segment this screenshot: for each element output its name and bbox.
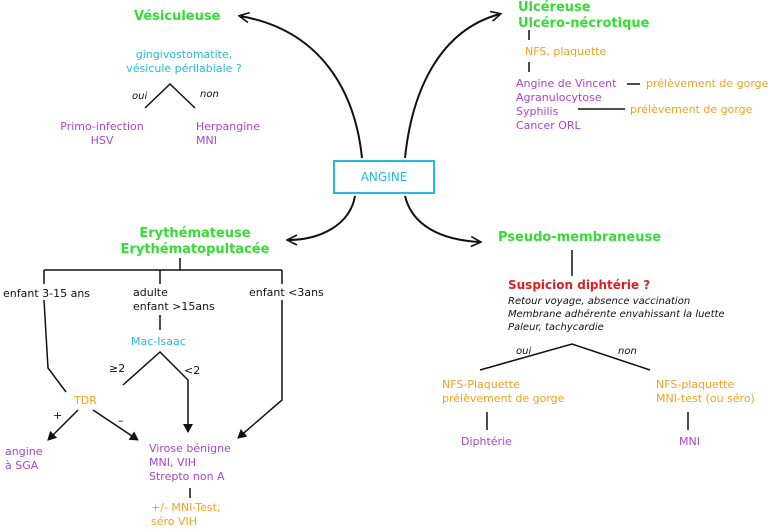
herpangine-line-2: MNI	[196, 134, 217, 147]
virose-benigne-node: Virose bénigne MNI, VIH Strepto non A	[149, 442, 231, 484]
erythemateuse-title: Erythémateuse Erythématopultacée	[120, 226, 270, 258]
pseudo-non-label: non	[618, 346, 637, 357]
vesiculeuse-title: Vésiculeuse	[134, 9, 221, 24]
pseudo-membraneuse-title: Pseudo-membraneuse	[498, 230, 662, 245]
pseudo-right-exam: NFS-plaquette MNI-test (ou séro)	[656, 378, 755, 406]
vesiculeuse-oui-label: oui	[132, 91, 148, 102]
tdr-minus-label: –	[118, 414, 124, 427]
etiology-cancer-orl: Cancer ORL	[516, 119, 581, 132]
ulcereuse-etiologies: Angine de Vincent Agranulocytose Syphili…	[516, 77, 616, 133]
diphterie-result: Diphtérie	[461, 435, 512, 448]
criteria-line-2: Membrane adhérente envahissant la luette	[508, 309, 725, 320]
ulcereuse-exam: NFS, plaquette	[525, 45, 607, 58]
ulcereuse-title-line-1: Ulcéreuse	[518, 0, 591, 15]
ulcereuse-title-line-2: Ulcéro-nécrotique	[518, 16, 650, 31]
tdr-plus-label: +	[53, 409, 63, 422]
erythemateuse-title-line-1: Erythémateuse	[139, 226, 251, 241]
suspicion-diphterie: Suspicion diphtérie ?	[508, 278, 651, 292]
vesiculeuse-non-label: non	[200, 89, 219, 100]
primo-infection-line-1: Primo-infection	[60, 120, 144, 133]
pseudo-right-exam-line-1: NFS-plaquette	[656, 378, 735, 391]
col-enfant-3-15: enfant 3-15 ans	[3, 287, 91, 300]
col-adulte-line-2: enfant >15ans	[133, 300, 215, 313]
col-adulte: adulte enfant >15ans	[133, 286, 215, 314]
virose-line-2: MNI, VIH	[149, 456, 196, 469]
etiology-agranulocytose: Agranulocytose	[516, 91, 602, 104]
angine-sga-line-1: angine	[5, 445, 43, 458]
vesiculeuse-question: gingivostomatite, vésicule périlabiale ?	[118, 48, 250, 76]
mac-isaac-score: Mac-Isaac	[131, 335, 186, 348]
col-adulte-line-1: adulte	[133, 286, 168, 299]
herpangine-node: Herpangine MNI	[196, 120, 260, 148]
pseudo-right-exam-line-2: MNI-test (ou séro)	[656, 392, 755, 405]
mni-test-node: +/- MNI-Test, séro VIH	[151, 501, 220, 529]
score-ge2-label: ≥2	[109, 362, 126, 375]
mni-test-line-2: séro VIH	[151, 515, 198, 528]
pseudo-oui-label: oui	[516, 346, 532, 357]
score-lt2-label: <2	[184, 364, 201, 377]
mni-result: MNI	[679, 435, 700, 448]
criteria-line-1: Retour voyage, absence vaccination	[508, 296, 691, 307]
angine-sga-node: angine à SGA	[5, 445, 43, 473]
angine-center-box: ANGINE	[333, 160, 435, 194]
ulcereuse-title: Ulcéreuse Ulcéro-nécrotique	[518, 0, 649, 32]
tdr-node: TDR	[74, 394, 97, 407]
virose-line-3: Strepto non A	[149, 470, 225, 483]
virose-line-1: Virose bénigne	[149, 442, 231, 455]
vesiculeuse-question-line-1: gingivostomatite,	[135, 48, 233, 61]
primo-infection-node: Primo-infection HSV	[54, 120, 150, 148]
prelevement-syphilis: prélèvement de gorge	[630, 103, 753, 116]
criteria-line-3: Paleur, tachycardie	[508, 322, 604, 333]
pseudo-left-exam: NFS-Plaquette prélèvement de gorge	[442, 378, 564, 406]
angine-sga-line-2: à SGA	[5, 459, 39, 472]
etiology-syphilis: Syphilis	[516, 105, 559, 118]
herpangine-line-1: Herpangine	[196, 120, 261, 133]
vesiculeuse-question-line-2: vésicule périlabiale ?	[126, 62, 242, 75]
pseudo-left-exam-line-1: NFS-Plaquette	[442, 378, 520, 391]
erythemateuse-title-line-2: Erythématopultacée	[120, 242, 270, 257]
mni-test-line-1: +/- MNI-Test,	[151, 501, 221, 514]
pseudo-left-exam-line-2: prélèvement de gorge	[442, 392, 565, 405]
prelevement-vincent: prélèvement de gorge	[646, 77, 768, 90]
primo-infection-line-2: HSV	[90, 134, 114, 147]
col-enfant-3ans: enfant <3ans	[249, 286, 324, 299]
etiology-vincent: Angine de Vincent	[516, 77, 617, 90]
diphterie-criteria: Retour voyage, absence vaccination Membr…	[508, 295, 725, 334]
